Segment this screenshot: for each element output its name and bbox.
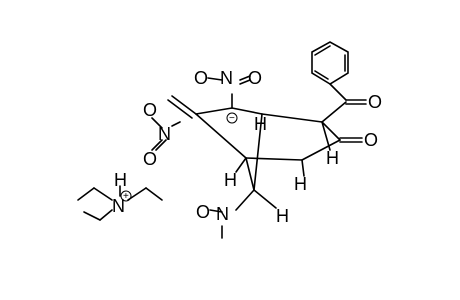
ammonium-charge: + xyxy=(123,191,129,202)
ketone-oxygen: O xyxy=(364,130,378,150)
nitro-left-oxygen-1: O xyxy=(143,100,157,120)
ammonium-charge-circle xyxy=(120,190,132,202)
nitro-top-oxygen-1: O xyxy=(194,68,208,88)
nitro-bottom-oxygen: O xyxy=(196,202,210,222)
nitro-bottom-nitrogen: N xyxy=(216,204,229,224)
nitro-top-oxygen-2: O xyxy=(248,68,262,88)
benzoyl-oxygen: O xyxy=(368,92,382,112)
nitro-left-oxygen-2: O xyxy=(143,149,157,169)
carbanion-charge-circle xyxy=(226,112,238,124)
nitro-left-nitrogen: N xyxy=(158,124,171,144)
benzene-ring xyxy=(311,41,349,85)
bicyclic-core xyxy=(151,75,367,239)
atom-labels: O N O O N O O N O O H H H H H N H xyxy=(112,68,382,226)
bridge-hydrogen: H xyxy=(276,206,289,226)
formal-charges: − + xyxy=(120,112,238,202)
bridgehead-right-hydrogen: H xyxy=(254,114,267,134)
carbanion-charge: − xyxy=(229,113,235,124)
triethylammonium xyxy=(77,185,163,221)
nitro-top-nitrogen: N xyxy=(220,68,233,88)
ammonium-nitrogen: N xyxy=(112,196,125,216)
bridgehead-left-hydrogen: H xyxy=(224,170,237,190)
ring-right-hydrogen: H xyxy=(326,148,339,168)
ammonium-hydrogen: H xyxy=(114,170,127,190)
ring-lower-hydrogen: H xyxy=(294,174,307,194)
